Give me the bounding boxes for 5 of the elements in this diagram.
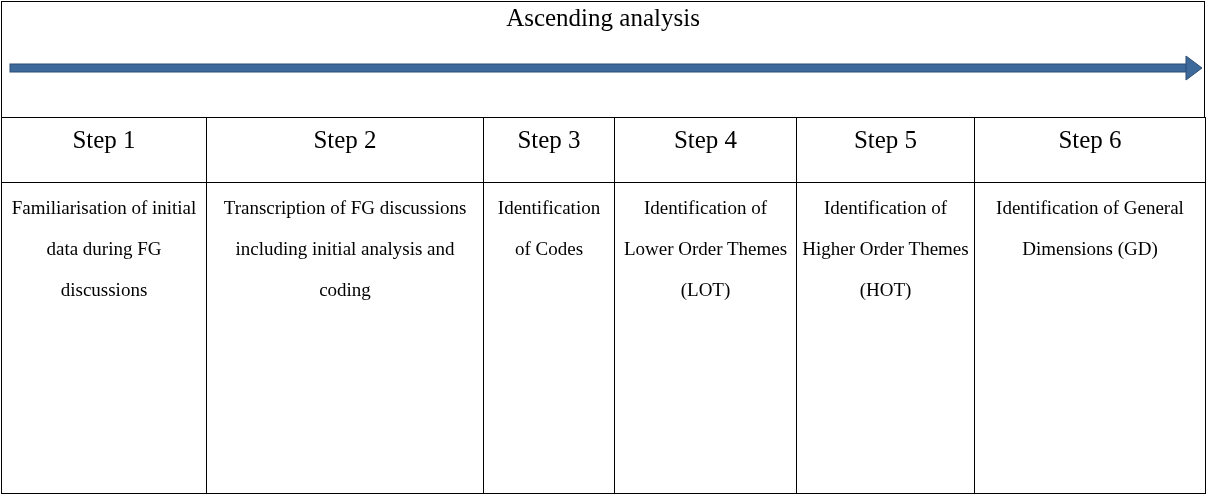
step-description-cell: Familiarisation of initial data during FG discussions [1,182,207,494]
step-description-cell: Identification of General Dimensions (GD) [974,182,1206,494]
step-header-cell: Step 1 [1,117,207,183]
heading: Ascending analysis [506,4,700,31]
step-header-cell: Step 6 [974,117,1206,183]
